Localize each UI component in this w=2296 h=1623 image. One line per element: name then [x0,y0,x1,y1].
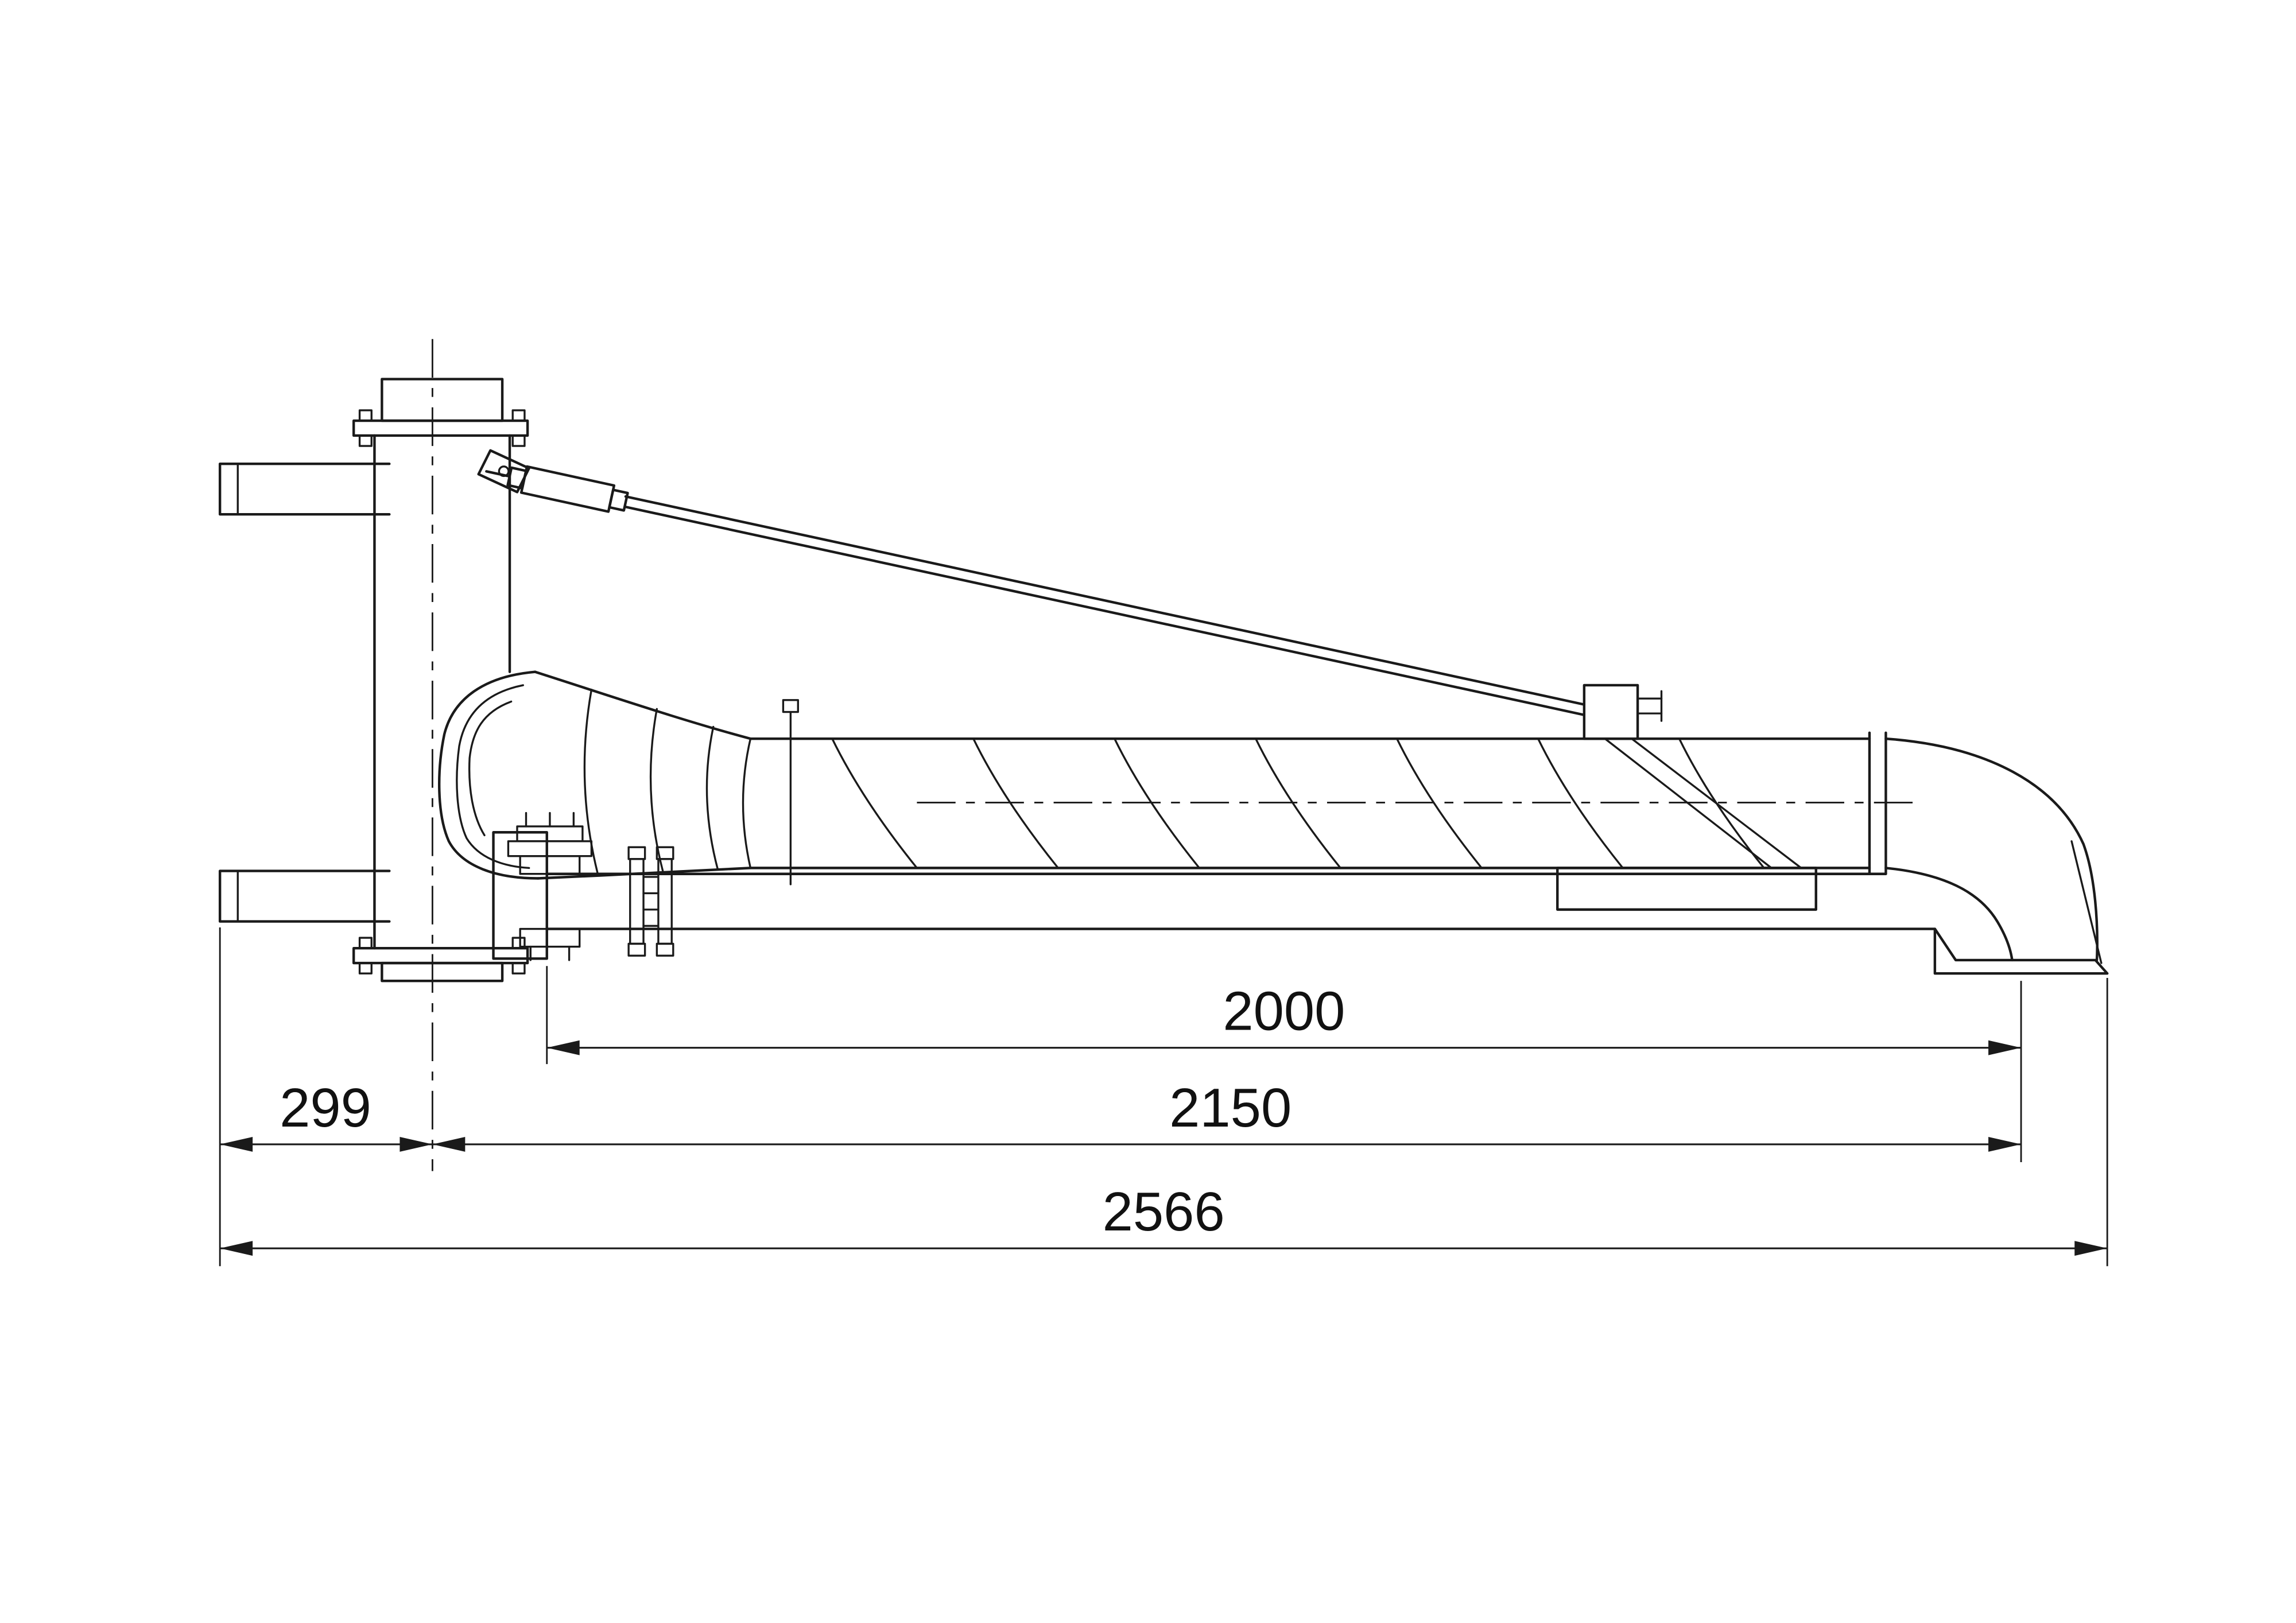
dimension-label-2566: 2566 [1103,1181,1225,1243]
turnbuckle [485,465,629,513]
arrowhead-right [1988,1136,2022,1152]
tie-rod-upper-edge [624,495,1586,706]
dimension-label-2000: 2000 [1223,981,1345,1042]
mounting-post [352,378,529,983]
support-boom [492,812,2109,975]
dimension-label-2150: 2150 [1169,1077,1292,1139]
duct-outlet-elbow [1868,731,2103,964]
rod-end-pin [1636,690,1663,722]
boom-flange-joint [627,846,674,957]
dimension-299: 299 [220,1077,433,1152]
upper-fork-pocket [218,462,391,516]
duct-inlet-end [438,670,540,880]
boom-end-foot [1933,927,2109,975]
flexible-duct [438,670,1871,911]
arrowhead-left [546,1040,580,1055]
arrowhead-left [220,1241,253,1256]
arrowhead-right [400,1136,433,1152]
lower-fork-pocket [218,869,391,923]
dimension-2566: 2566 [220,1181,2108,1256]
dimension-label-299: 299 [280,1077,371,1139]
flange-bolts [358,409,526,974]
boom-mount-plate [492,831,548,960]
arrowhead-left [432,1136,466,1152]
tie-rod-assembly [477,449,1663,722]
post-clevis [477,449,530,494]
arrowhead-left [220,1136,253,1152]
duct-support-bracket [1556,684,1817,911]
arrowhead-right [2074,1241,2108,1256]
dimension-2150: 2150 [432,1077,2022,1152]
hose-clamp [782,699,799,886]
dimension-2000: 2000 [546,981,2022,1055]
tie-rod-lower-edge [624,506,1586,716]
arrowhead-right [1988,1040,2022,1055]
boom-pivot [507,812,593,961]
